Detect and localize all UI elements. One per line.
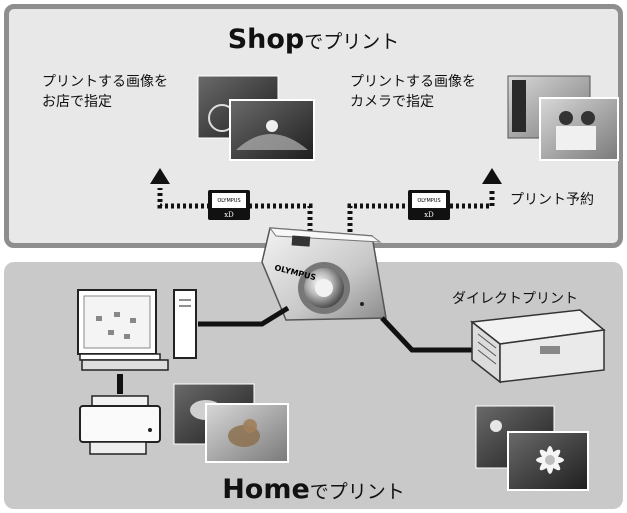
photo-stack-left bbox=[197, 75, 315, 161]
label-print-reservation: プリント予約 bbox=[510, 192, 594, 208]
photo-stack-home-left bbox=[173, 383, 289, 463]
label-select-on-camera: プリントする画像を カメラで指定 bbox=[350, 74, 476, 110]
cable-to-printer bbox=[380, 316, 472, 353]
svg-text:xD: xD bbox=[224, 211, 234, 219]
photo-stack-right bbox=[507, 75, 619, 161]
svg-text:OLYMPUS: OLYMPUS bbox=[417, 198, 440, 204]
svg-text:xD: xD bbox=[424, 211, 434, 219]
xd-card-left-icon: OLYMPUS xD bbox=[208, 190, 250, 220]
dotted-connector-left bbox=[157, 188, 313, 232]
inkjet-printer-icon bbox=[79, 395, 161, 455]
digital-camera-icon: OLYMPUS bbox=[261, 227, 387, 321]
svg-text:OLYMPUS: OLYMPUS bbox=[217, 198, 240, 204]
xd-card-right-icon: OLYMPUS xD bbox=[408, 190, 450, 220]
home-print-title: Homeでプリント bbox=[222, 474, 405, 505]
shop-print-title: Shopでプリント bbox=[227, 24, 400, 55]
photo-stack-home-right bbox=[475, 405, 589, 491]
photo-printer-icon bbox=[470, 309, 606, 384]
desktop-computer-icon bbox=[77, 289, 197, 371]
arrow-up-right-icon bbox=[482, 168, 502, 184]
arrow-up-left-icon bbox=[150, 168, 170, 184]
cable-to-computer bbox=[198, 305, 290, 327]
label-direct-print: ダイレクトプリント bbox=[452, 291, 578, 307]
label-select-at-shop: プリントする画像を お店で指定 bbox=[42, 74, 168, 110]
